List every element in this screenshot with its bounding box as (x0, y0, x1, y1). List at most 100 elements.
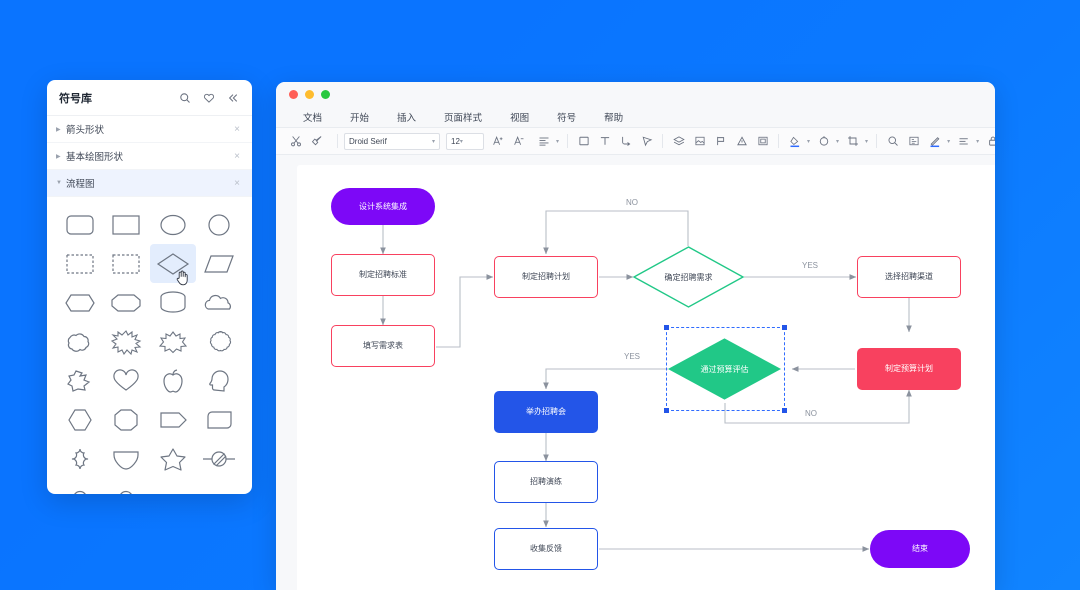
close-icon[interactable]: × (234, 123, 240, 135)
flow-node-recruit-standard[interactable]: 制定招聘标准 (331, 254, 435, 296)
shape-scalloped-circle[interactable] (196, 322, 242, 361)
shape-octagon-wide[interactable] (103, 283, 149, 322)
close-icon[interactable]: × (234, 177, 240, 189)
selection-handle-tl[interactable] (664, 325, 669, 330)
selection-handle-br[interactable] (782, 408, 787, 413)
layers-icon[interactable] (669, 132, 688, 151)
shape-heart[interactable] (103, 361, 149, 400)
shape-pentagon-arrow[interactable] (150, 400, 196, 439)
shape-cylinder[interactable] (150, 283, 196, 322)
shape-crossed-circle[interactable] (196, 439, 242, 478)
shape-hexagon-flat[interactable] (57, 283, 103, 322)
shape-hexagon[interactable] (57, 400, 103, 439)
crop-icon[interactable] (843, 132, 862, 151)
shape-quatrefoil[interactable] (57, 439, 103, 478)
flow-node-end[interactable]: 结束 (870, 530, 970, 568)
menu-item-document[interactable]: 文档 (303, 112, 323, 124)
cursor-pointer-icon (176, 270, 189, 286)
menu-item-home[interactable]: 开始 (350, 112, 370, 124)
shape-folded-corner[interactable] (196, 400, 242, 439)
heart-icon[interactable] (202, 91, 216, 105)
chevron-down-icon[interactable]: ▾ (807, 138, 811, 145)
chevron-down-icon[interactable]: ▾ (865, 138, 869, 145)
menu-item-insert[interactable]: 插入 (397, 112, 417, 124)
fill-color-icon[interactable] (785, 132, 804, 151)
shape-dashed-rectangle[interactable] (103, 244, 149, 283)
shape-rounded-rectangle[interactable] (57, 205, 103, 244)
toolbar-separator (567, 134, 569, 148)
flow-node-recruit-drill[interactable]: 招聘演练 (494, 461, 598, 503)
flow-node-budget-plan[interactable]: 制定预算计划 (857, 348, 961, 390)
minimize-button[interactable] (305, 89, 314, 99)
chevron-down-icon[interactable]: ▾ (947, 138, 951, 145)
align-icon[interactable] (534, 132, 553, 151)
flow-node-choose-recruit-channel[interactable]: 选择招聘渠道 (857, 256, 961, 298)
increase-font-size-icon[interactable] (489, 132, 508, 151)
close-button[interactable] (289, 89, 298, 99)
close-icon[interactable]: × (234, 150, 240, 162)
chevron-down-icon[interactable]: ▾ (976, 138, 980, 145)
flow-node-hold-job-fair[interactable]: 举办招聘会 (494, 391, 598, 433)
library-category-flowchart[interactable]: ▼ 流程图 × (47, 170, 252, 197)
shape-head-profile[interactable] (196, 361, 242, 400)
shape-diamond[interactable] (149, 244, 196, 286)
text-icon[interactable] (595, 132, 614, 151)
chevron-down-icon[interactable]: ▾ (556, 138, 560, 145)
flag-icon[interactable] (711, 132, 730, 151)
chevron-down-icon: ▾ (431, 138, 435, 145)
format-painter-icon[interactable] (307, 132, 326, 151)
shape-blob[interactable] (57, 361, 103, 400)
maximize-button[interactable] (321, 89, 330, 99)
menu-item-symbol[interactable]: 符号 (557, 112, 577, 124)
image-icon[interactable] (690, 132, 709, 151)
shape-inline-circle[interactable] (57, 478, 103, 494)
selection-handle-bl[interactable] (664, 408, 669, 413)
theme-color-icon[interactable] (814, 132, 833, 151)
font-family-select[interactable]: Droid Serif ▾ (344, 132, 440, 150)
fit-page-icon[interactable] (904, 132, 923, 151)
connector-icon[interactable] (616, 132, 635, 151)
shape-apple[interactable] (150, 361, 196, 400)
title-bar (276, 82, 995, 106)
scissors-icon[interactable] (286, 132, 305, 151)
lock-icon[interactable] (983, 132, 995, 151)
menu-item-view[interactable]: 视图 (510, 112, 530, 124)
shape-parallelogram[interactable] (196, 244, 242, 283)
shape-gem[interactable] (103, 439, 149, 478)
shape-star-burst[interactable] (150, 322, 196, 361)
shape-cloud-outline[interactable] (57, 322, 103, 361)
canvas[interactable]: NO YES YES NO 设计系统集成 制定招聘标准 填写需求表 制定招聘计划… (297, 165, 995, 590)
frame-icon[interactable] (753, 132, 772, 151)
warning-icon[interactable] (732, 132, 751, 151)
font-size-select[interactable]: 12 ▾ (446, 132, 484, 150)
flow-node-recruit-plan[interactable]: 制定招聘计划 (494, 256, 598, 298)
menu-item-page-style[interactable]: 页面样式 (444, 112, 483, 124)
collapse-panel-icon[interactable] (226, 91, 240, 105)
menu-item-help[interactable]: 帮助 (604, 112, 624, 124)
chevron-down-icon[interactable]: ▾ (836, 138, 840, 145)
shape-circle[interactable] (196, 205, 242, 244)
pointer-icon[interactable] (637, 132, 656, 151)
zoom-icon[interactable] (883, 132, 902, 151)
pen-color-icon[interactable] (925, 132, 944, 151)
flow-node-pass-budget-review[interactable]: 通过预算评估 (667, 338, 782, 400)
decrease-font-size-icon[interactable] (510, 132, 529, 151)
library-category-arrow-shapes[interactable]: ▶ 箭头形状 × (47, 116, 252, 143)
shape-icon[interactable] (574, 132, 593, 151)
shape-star[interactable] (150, 439, 196, 478)
shape-dashed-open-rectangle[interactable] (57, 244, 103, 283)
shape-ellipse[interactable] (150, 205, 196, 244)
shape-octagon[interactable] (103, 400, 149, 439)
flow-node-fill-requirement-form[interactable]: 填写需求表 (331, 325, 435, 367)
shape-inline-target[interactable] (103, 478, 149, 494)
shape-explosion[interactable] (103, 322, 149, 361)
shape-cloud[interactable] (196, 283, 242, 322)
library-category-basic-shapes[interactable]: ▶ 基本绘图形状 × (47, 143, 252, 170)
shape-rectangle[interactable] (103, 205, 149, 244)
distribute-icon[interactable] (954, 132, 973, 151)
flow-node-collect-feedback[interactable]: 收集反馈 (494, 528, 598, 570)
search-icon[interactable] (178, 91, 192, 105)
selection-handle-tr[interactable] (782, 325, 787, 330)
flow-node-confirm-recruit-demand[interactable]: 确定招聘需求 (632, 246, 745, 308)
flow-node-design-system-integration[interactable]: 设计系统集成 (331, 188, 435, 225)
